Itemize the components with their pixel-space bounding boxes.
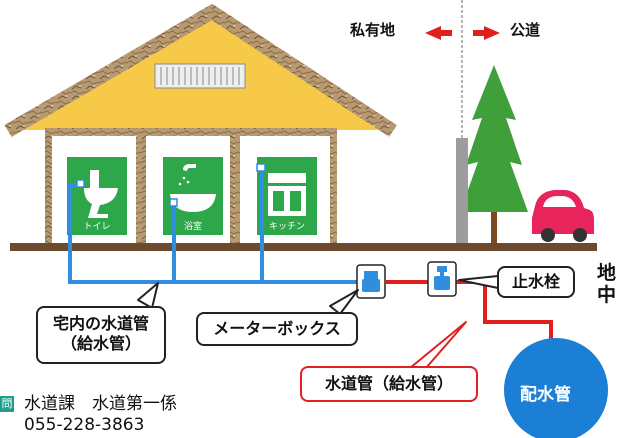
main-pipe-label: 配水管	[520, 385, 571, 405]
contact-info: 問水道課 水道第一係 055-228-3863	[0, 394, 177, 437]
main-water-pipe	[504, 338, 608, 438]
stop-valve-icon	[427, 261, 457, 297]
water-meter-box	[356, 264, 386, 299]
kitchen-icon	[268, 173, 306, 216]
contact-phone: 055-228-3863	[24, 415, 145, 436]
indoor-pipe-callout: 宅内の水道管 （給水管）	[36, 306, 166, 364]
car-icon	[532, 190, 594, 242]
private-land-label: 私有地	[350, 21, 396, 39]
roof-vent	[154, 63, 246, 89]
toilet-label: トイレ	[83, 222, 111, 232]
inquiry-badge-icon: 問	[0, 396, 14, 412]
service-pipe-callout: 水道管（給水管）	[300, 366, 478, 402]
ground-line	[10, 243, 597, 251]
indoor-pipe-callout-line-2: （給水管）	[60, 334, 141, 353]
house	[4, 3, 397, 244]
toilet-icon	[84, 170, 118, 218]
underground-label-line-1: 地	[597, 262, 617, 284]
stop-valve-callout: 止水栓	[497, 266, 575, 298]
tree-icon	[460, 65, 528, 245]
contact-department-row: 問水道課 水道第一係	[0, 394, 177, 415]
arrow-left-icon	[425, 26, 452, 40]
arrow-right-icon	[473, 26, 500, 40]
bath-label: 浴室	[183, 222, 202, 232]
fence	[456, 138, 468, 245]
bath-icon	[170, 164, 216, 212]
underground-label: 地 中	[597, 262, 617, 307]
public-road-label: 公道	[510, 21, 541, 39]
indoor-pipe-callout-line-1: 宅内の水道管	[52, 314, 149, 333]
indoor-pipe	[68, 169, 375, 284]
underground-label-line-2: 中	[597, 283, 617, 306]
contact-department: 水道課 水道第一係	[24, 394, 177, 414]
meter-box-callout: メーターボックス	[196, 312, 358, 346]
kitchen-label: キッチン	[268, 222, 305, 232]
